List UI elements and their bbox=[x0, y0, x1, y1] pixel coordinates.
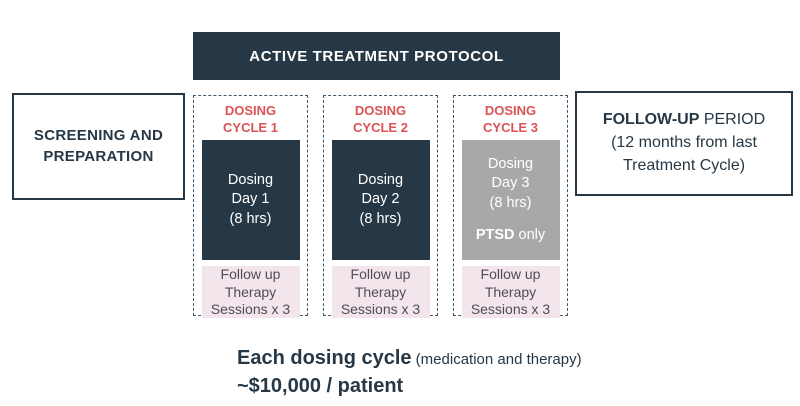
ptsd-only-bold: PTSD bbox=[475, 227, 515, 244]
followup-period-title: FOLLOW-UP PERIOD bbox=[603, 109, 765, 132]
dosing-cycle-2-label: DOSING CYCLE 2 bbox=[353, 103, 408, 135]
screening-preparation-box: SCREENING AND PREPARATION bbox=[12, 93, 185, 200]
followup-therapy-box-2: Follow up Therapy Sessions x 3 bbox=[331, 266, 430, 319]
cost-summary-line1: Each dosing cycle (medication and therap… bbox=[237, 345, 582, 373]
dosing-day-2-text: Dosing Day 2 (8 hrs) bbox=[357, 171, 404, 228]
ptsd-only-note: PTSD only bbox=[476, 226, 545, 246]
followup-period-content: FOLLOW-UP PERIOD (12 months from last Tr… bbox=[603, 109, 765, 177]
followup-therapy-text-1: Follow up Therapy Sessions x 3 bbox=[210, 266, 291, 317]
followup-therapy-text-3: Follow up Therapy Sessions x 3 bbox=[470, 266, 551, 317]
followup-period-subtitle: (12 months from last Treatment Cycle) bbox=[611, 134, 757, 174]
dosing-cycle-1-label: DOSING CYCLE 1 bbox=[223, 103, 278, 135]
dosing-cycle-3-container: DOSING CYCLE 3 Dosing Day 3 (8 hrs) PTSD… bbox=[453, 95, 568, 319]
dosing-cycle-2-container: DOSING CYCLE 2 Dosing Day 2 (8 hrs) Foll… bbox=[323, 95, 438, 319]
followup-period-box: FOLLOW-UP PERIOD (12 months from last Tr… bbox=[575, 91, 793, 196]
header-title: ACTIVE TREATMENT PROTOCOL bbox=[249, 47, 504, 65]
cost-summary: Each dosing cycle (medication and therap… bbox=[237, 345, 582, 400]
dosing-day-3-box: Dosing Day 3 (8 hrs) PTSD only bbox=[461, 140, 560, 261]
dosing-cycle-1-container: DOSING CYCLE 1 Dosing Day 1 (8 hrs) Foll… bbox=[193, 95, 308, 319]
followup-therapy-box-1: Follow up Therapy Sessions x 3 bbox=[201, 266, 300, 319]
dosing-day-1-box: Dosing Day 1 (8 hrs) bbox=[201, 140, 300, 261]
cost-summary-bold: Each dosing cycle bbox=[237, 347, 412, 369]
dosing-cycle-3-label: DOSING CYCLE 3 bbox=[483, 103, 538, 135]
followup-period-title-bold: FOLLOW-UP bbox=[602, 111, 700, 129]
screening-preparation-label: SCREENING AND PREPARATION bbox=[33, 127, 164, 165]
ptsd-only-rest: only bbox=[514, 227, 546, 244]
dosing-day-2-box: Dosing Day 2 (8 hrs) bbox=[331, 140, 430, 261]
followup-period-title-rest: PERIOD bbox=[699, 111, 766, 129]
dosing-day-1-text: Dosing Day 1 (8 hrs) bbox=[227, 171, 274, 228]
followup-therapy-box-3: Follow up Therapy Sessions x 3 bbox=[461, 266, 560, 319]
cost-per-patient: ~$10,000 / patient bbox=[237, 375, 404, 397]
followup-therapy-text-2: Follow up Therapy Sessions x 3 bbox=[340, 266, 421, 317]
dosing-day-3-text: Dosing Day 3 (8 hrs) bbox=[487, 155, 534, 211]
active-treatment-protocol-header: ACTIVE TREATMENT PROTOCOL bbox=[193, 32, 560, 80]
cost-summary-paren: (medication and therapy) bbox=[411, 351, 582, 368]
